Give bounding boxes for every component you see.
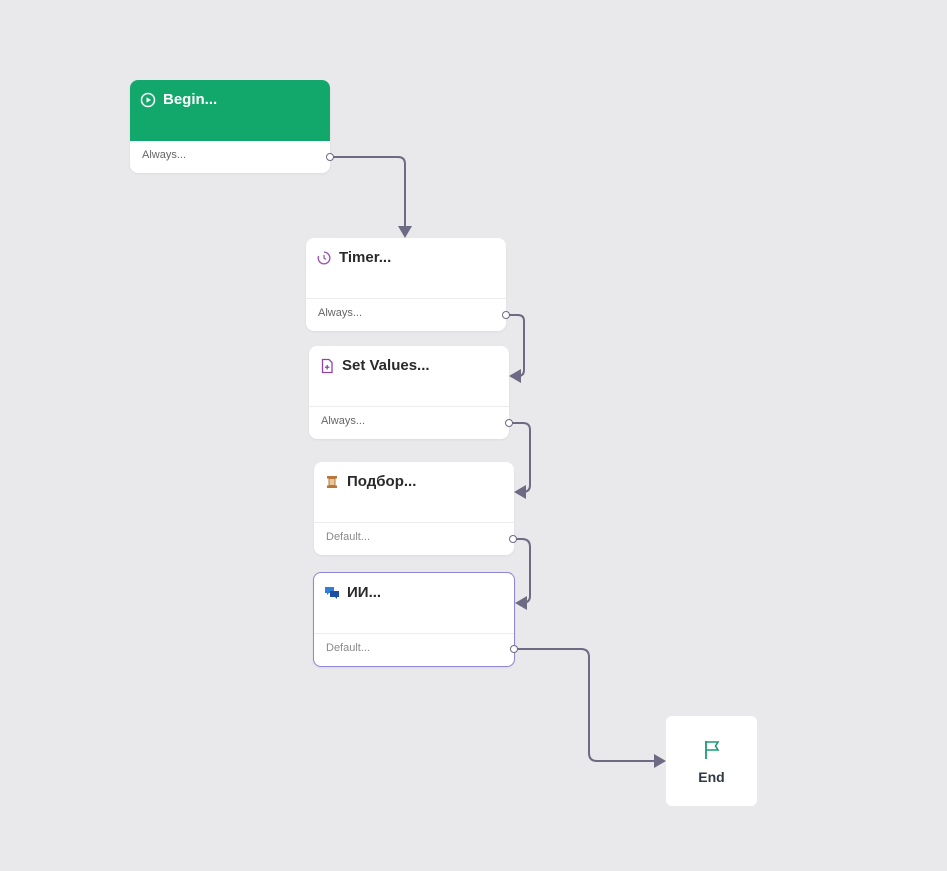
- node-timer-title: Timer...: [339, 249, 392, 266]
- node-podbor-header: Подбор...: [314, 462, 514, 523]
- node-ai[interactable]: ИИ... Default...: [313, 572, 515, 667]
- node-begin-title: Begin...: [163, 91, 218, 108]
- arrowhead-end: [654, 754, 666, 768]
- node-end[interactable]: End: [666, 716, 757, 806]
- play-circle-icon: [140, 92, 156, 108]
- flag-icon: [666, 740, 757, 765]
- node-end-title: End: [698, 769, 725, 785]
- node-podbor-condition[interactable]: Default...: [326, 531, 371, 543]
- node-ai-condition[interactable]: Default...: [326, 642, 371, 654]
- connector-begin-to-timer: [330, 156, 406, 228]
- node-begin-condition[interactable]: Always...: [142, 149, 187, 161]
- port-podbor-out[interactable]: [509, 535, 517, 543]
- node-set-values-title: Set Values...: [342, 357, 430, 374]
- arrowhead-podbor: [514, 485, 526, 499]
- arrowhead-setvalues: [509, 369, 521, 383]
- node-set-values[interactable]: Set Values... Always...: [309, 346, 509, 439]
- node-begin[interactable]: Begin... Always...: [130, 80, 330, 173]
- arrowhead-ai: [515, 596, 527, 610]
- node-ai-header: ИИ...: [314, 573, 514, 634]
- node-ai-title: ИИ...: [347, 584, 382, 601]
- port-ai-out[interactable]: [510, 645, 518, 653]
- connector-ai-to-end: [514, 648, 656, 762]
- document-plus-icon: [319, 358, 335, 374]
- filter-icon: [324, 474, 340, 490]
- node-timer[interactable]: Timer... Always...: [306, 238, 506, 331]
- node-set-values-condition[interactable]: Always...: [321, 415, 366, 427]
- node-set-values-header: Set Values...: [309, 346, 509, 407]
- node-timer-header: Timer...: [306, 238, 506, 299]
- node-begin-header: Begin...: [130, 80, 330, 141]
- port-set-values-out[interactable]: [505, 419, 513, 427]
- node-podbor[interactable]: Подбор... Default...: [314, 462, 514, 555]
- chat-bubbles-icon: [324, 585, 340, 601]
- timer-icon: [316, 250, 332, 266]
- connector-podbor-to-ai: [513, 538, 531, 604]
- port-begin-out[interactable]: [326, 153, 334, 161]
- port-timer-out[interactable]: [502, 311, 510, 319]
- node-podbor-title: Подбор...: [347, 473, 417, 490]
- arrowhead-timer: [398, 226, 412, 238]
- node-timer-condition[interactable]: Always...: [318, 307, 363, 319]
